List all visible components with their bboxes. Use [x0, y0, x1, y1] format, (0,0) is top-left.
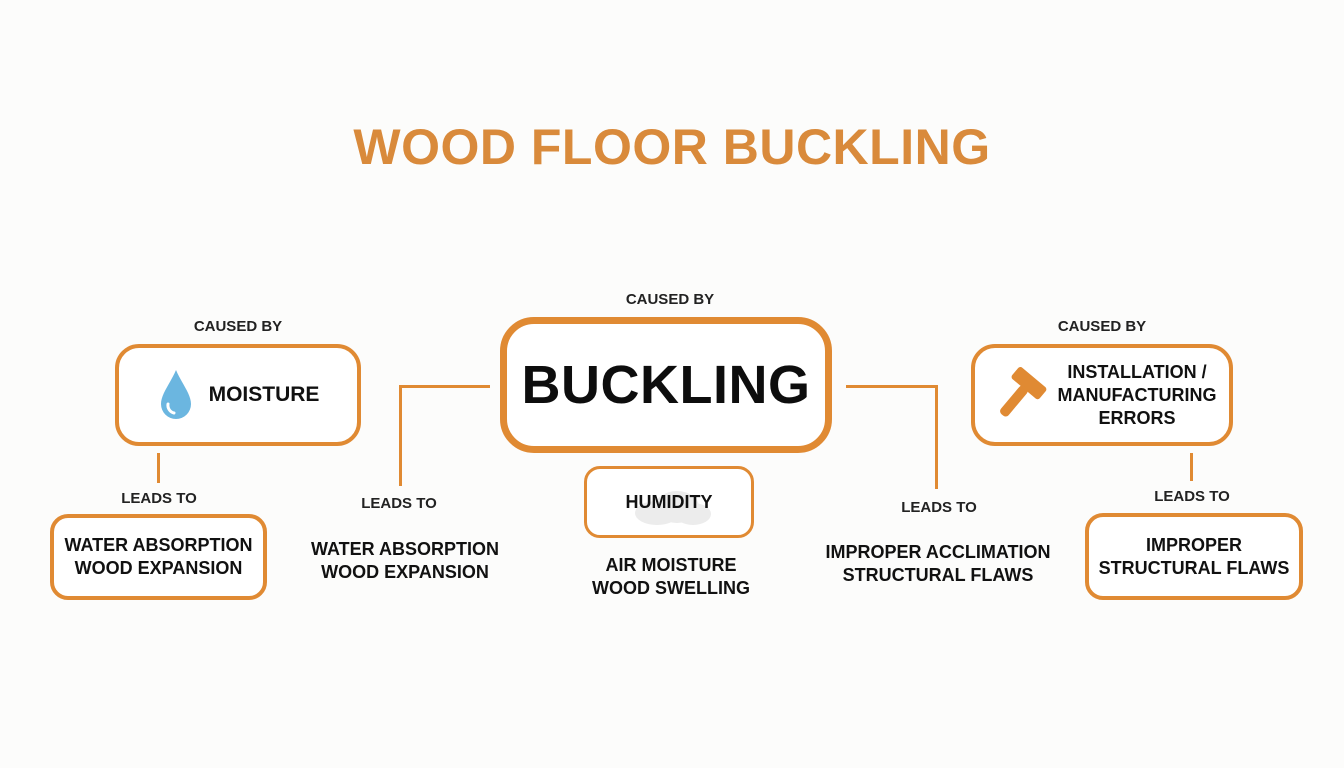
- connector-left-horizontal: [399, 385, 490, 388]
- cloud-icon: [627, 487, 717, 532]
- hammer-icon: [991, 366, 1047, 424]
- right-leads-to-label: LEADS TO: [1154, 488, 1230, 505]
- cause-line: MANUFACTURING: [1057, 384, 1217, 405]
- moisture-node: MOISTURE: [115, 344, 361, 446]
- connector-left-vertical: [399, 385, 402, 486]
- effect-line: WOOD SWELLING: [592, 578, 750, 598]
- moisture-label: MOISTURE: [208, 383, 320, 406]
- cause-line: ERRORS: [1098, 407, 1176, 428]
- effect-line: WOOD EXPANSION: [321, 562, 489, 582]
- improper-structural-node: IMPROPER STRUCTURAL FLAWS: [1085, 513, 1303, 600]
- connector-installation-down: [1190, 453, 1193, 481]
- water-absorption-node: WATER ABSORPTION WOOD EXPANSION: [50, 514, 267, 600]
- humidity-label: HUMIDITY: [625, 491, 713, 512]
- water-drop-icon: [157, 368, 195, 422]
- improper-acclimation-text-block: IMPROPER ACCLIMATION STRUCTURAL FLAWS: [822, 541, 1054, 587]
- effect-line: AIR MOISTURE: [605, 555, 737, 575]
- connector-right-vertical: [935, 385, 938, 489]
- diagram-title: WOOD FLOOR BUCKLING: [353, 119, 991, 175]
- effect-line: WOOD EXPANSION: [74, 558, 243, 578]
- right-caused-by-label: CAUSED BY: [1057, 318, 1147, 335]
- connector-right-horizontal: [846, 385, 938, 388]
- effect-line: STRUCTURAL FLAWS: [842, 565, 1034, 585]
- humidity-node: HUMIDITY: [584, 466, 754, 538]
- effect-line: IMPROPER: [1145, 534, 1242, 555]
- effect-line: WATER ABSORPTION: [311, 539, 499, 559]
- left-leads-to-label: LEADS TO: [121, 490, 197, 507]
- connector-moisture-down: [157, 453, 160, 483]
- effect-line: IMPROPER ACCLIMATION: [825, 542, 1051, 562]
- center-caused-by-label: CAUSED BY: [625, 291, 715, 308]
- installation-errors-node: INSTALLATION / MANUFACTURING ERRORS: [971, 344, 1233, 446]
- water-absorption-text-block: WATER ABSORPTION WOOD EXPANSION: [300, 538, 510, 584]
- air-moisture-text-block: AIR MOISTURE WOOD SWELLING: [566, 554, 776, 600]
- left-caused-by-label: CAUSED BY: [193, 318, 283, 335]
- cause-line: INSTALLATION /: [1067, 361, 1207, 382]
- center-right-leads-to-label: LEADS TO: [901, 499, 977, 516]
- buckling-label: BUCKLING: [521, 355, 811, 415]
- effect-line: WATER ABSORPTION: [64, 535, 253, 555]
- center-left-leads-to-label: LEADS TO: [361, 495, 437, 512]
- buckling-node: BUCKLING: [500, 317, 832, 453]
- effect-line: STRUCTURAL FLAWS: [1098, 557, 1290, 578]
